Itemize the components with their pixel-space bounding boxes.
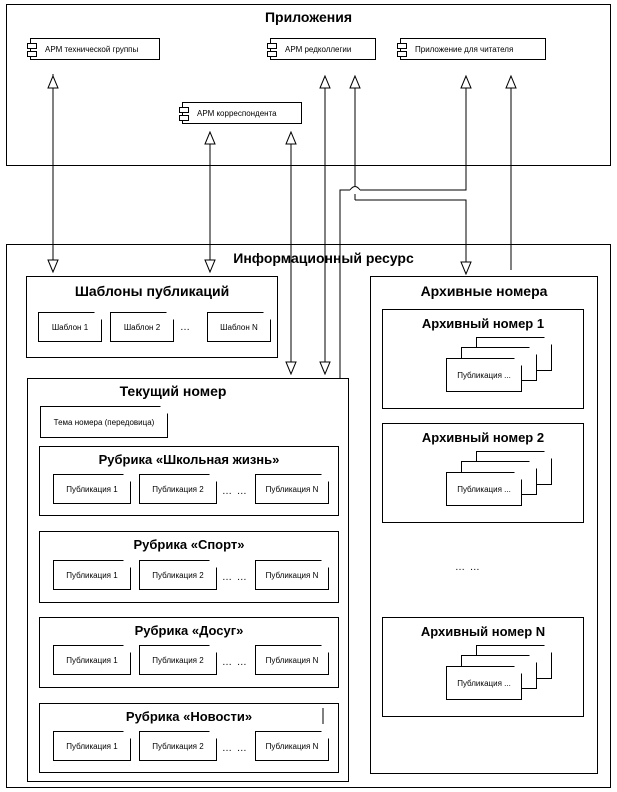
rubric-news-pub-n[interactable]: Публикация N (255, 731, 329, 761)
template-1[interactable]: Шаблон 1 (38, 312, 102, 342)
publication-label: Публикация N (265, 570, 319, 580)
rubric-leisure-pub-1[interactable]: Публикация 1 (53, 645, 131, 675)
rubric-leisure-ellipsis: … … (222, 657, 248, 668)
publication-label: Публикация 1 (66, 655, 118, 665)
applications-frame: Приложения (6, 4, 611, 166)
archive-n-pub-label: Публикация ... (457, 678, 511, 688)
component-correspondent[interactable]: АРМ корреспондента (179, 102, 302, 124)
applications-title: Приложения (264, 9, 353, 25)
rubric-leisure-pub-2[interactable]: Публикация 2 (139, 645, 217, 675)
publication-label: Публикация 2 (152, 741, 204, 751)
rubric-sport-pub-2[interactable]: Публикация 2 (139, 560, 217, 590)
issue-theme[interactable]: Тема номера (передовица) (40, 406, 168, 438)
component-editorial-label: АРМ редколлегии (285, 44, 352, 54)
rubric-leisure-pub-n[interactable]: Публикация N (255, 645, 329, 675)
archive-issue-n-title: Архивный номер N (420, 624, 546, 639)
template-2-label: Шаблон 2 (123, 322, 161, 332)
publication-label: Публикация N (265, 655, 319, 665)
archive-title: Архивные номера (420, 283, 548, 299)
archive-issue-2-title: Архивный номер 2 (421, 430, 545, 445)
rubric-news-title: Рубрика «Новости» (125, 709, 253, 724)
rubric-sport-pub-n[interactable]: Публикация N (255, 560, 329, 590)
rubric-news-pub-1[interactable]: Публикация 1 (53, 731, 131, 761)
rubric-school-pub-1[interactable]: Публикация 1 (53, 474, 131, 504)
templates-title: Шаблоны публикаций (74, 283, 230, 299)
publication-label: Публикация 1 (66, 741, 118, 751)
component-reader-app-label: Приложение для читателя (415, 44, 514, 54)
rubric-school-ellipsis: … … (222, 486, 248, 497)
publication-label: Публикация 1 (66, 484, 118, 494)
publication-label: Публикация N (265, 484, 319, 494)
template-2[interactable]: Шаблон 2 (110, 312, 174, 342)
publication-label: Публикация 1 (66, 570, 118, 580)
template-n[interactable]: Шаблон N (207, 312, 271, 342)
component-tech-group[interactable]: АРМ технической группы (27, 38, 160, 60)
publication-label: Публикация 2 (152, 655, 204, 665)
archive-2-pub-label: Публикация ... (457, 484, 511, 494)
rubric-sport-title: Рубрика «Спорт» (133, 537, 245, 552)
component-correspondent-label: АРМ корреспондента (197, 108, 277, 118)
rubric-sport-pub-1[interactable]: Публикация 1 (53, 560, 131, 590)
component-editorial[interactable]: АРМ редколлегии (267, 38, 376, 60)
current-issue-title: Текущий номер (119, 383, 227, 399)
information-resource-title: Информационный ресурс (233, 250, 414, 266)
templates-ellipsis: … (180, 322, 191, 333)
component-tech-group-label: АРМ технической группы (45, 44, 139, 54)
rubric-school-title: Рубрика «Школьная жизнь» (98, 452, 280, 467)
publication-label: Публикация 2 (152, 570, 204, 580)
publication-label: Публикация 2 (152, 484, 204, 494)
rubric-news-pub-2[interactable]: Публикация 2 (139, 731, 217, 761)
archive-1-pub-label: Публикация ... (457, 370, 511, 380)
template-1-label: Шаблон 1 (51, 322, 89, 332)
rubric-school-pub-2[interactable]: Публикация 2 (139, 474, 217, 504)
template-n-label: Шаблон N (220, 322, 258, 332)
publication-label: Публикация N (265, 741, 319, 751)
archive-1-stack-front[interactable]: Публикация ... (446, 358, 522, 392)
rubric-news-ellipsis: … … (222, 743, 248, 754)
rubric-sport-ellipsis: … … (222, 572, 248, 583)
rubric-leisure-title: Рубрика «Досуг» (134, 623, 244, 638)
rubric-school-pub-n[interactable]: Публикация N (255, 474, 329, 504)
archive-2-stack-front[interactable]: Публикация ... (446, 472, 522, 506)
archive-n-stack-front[interactable]: Публикация ... (446, 666, 522, 700)
archive-ellipsis: … … (455, 562, 481, 573)
archive-issue-1-title: Архивный номер 1 (421, 316, 545, 331)
component-reader-app[interactable]: Приложение для читателя (397, 38, 546, 60)
issue-theme-label: Тема номера (передовица) (53, 417, 155, 427)
